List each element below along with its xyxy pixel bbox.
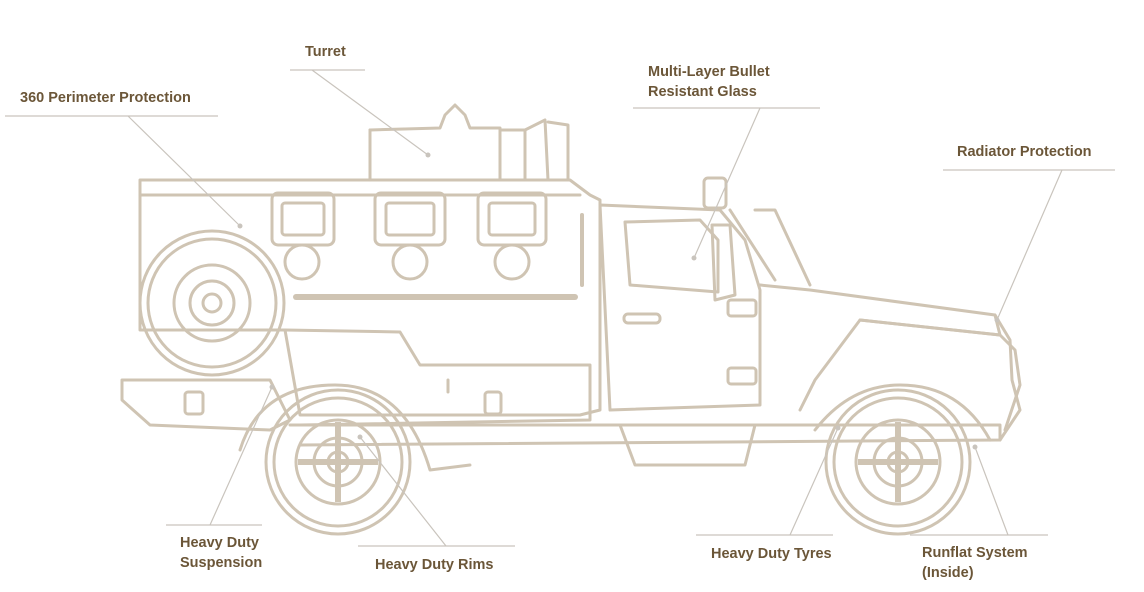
leader-glass xyxy=(633,107,820,259)
label-bullet-resistant-glass: Multi-Layer Bullet Resistant Glass xyxy=(648,64,770,100)
label-turret: Turret xyxy=(305,44,346,60)
leader-suspension xyxy=(166,386,273,526)
leader-rims xyxy=(358,436,515,547)
dot-rims xyxy=(357,434,363,440)
leader-radiator xyxy=(943,169,1115,321)
label-perimeter-protection: 360 Perimeter Protection xyxy=(20,90,191,106)
dot-tyres xyxy=(835,425,841,431)
dot-runflat xyxy=(972,444,978,450)
label-runflat-system: Runflat System (Inside) xyxy=(922,545,1028,581)
leader-dots xyxy=(237,152,1000,450)
dot-radiator xyxy=(994,317,1000,323)
label-heavy-duty-rims: Heavy Duty Rims xyxy=(375,557,494,573)
label-radiator-protection: Radiator Protection xyxy=(957,144,1092,160)
leader-runflat xyxy=(910,446,1048,536)
vehicle-illustration xyxy=(120,103,1022,536)
wheel-spokes xyxy=(298,422,938,502)
label-heavy-duty-suspension: Heavy Duty Suspension xyxy=(180,535,263,571)
label-heavy-duty-tyres: Heavy Duty Tyres xyxy=(711,546,832,562)
leader-perimeter xyxy=(5,115,241,227)
dot-glass xyxy=(691,255,697,261)
dot-turret xyxy=(425,152,431,158)
leader-lines xyxy=(5,69,1115,547)
leader-tyres xyxy=(696,427,839,536)
dot-suspension xyxy=(269,384,275,390)
leader-turret xyxy=(290,69,429,156)
dot-perimeter xyxy=(237,223,243,229)
